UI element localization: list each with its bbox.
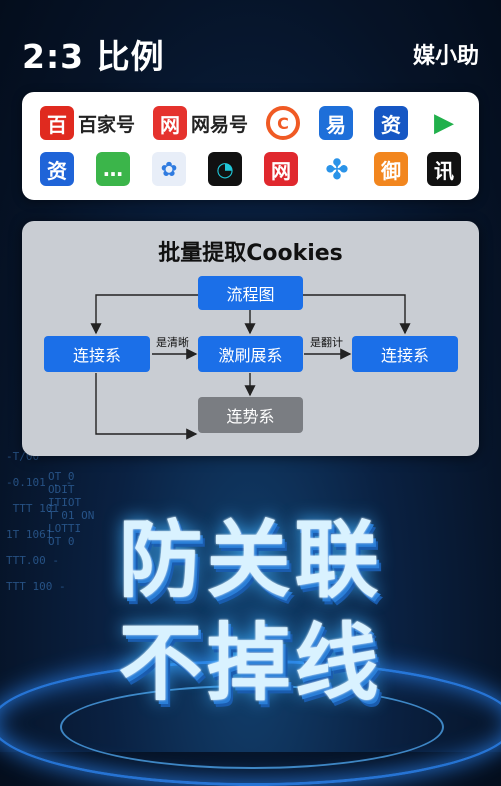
edge-label-left: 是清晰 (156, 336, 189, 349)
edge-label-right: 是翻计 (310, 336, 343, 349)
node-left-connect[interactable]: 连接系 (44, 336, 150, 372)
code-rain-mid: OT 0 ODIT ITIOT T 01 ON LOTTI OT 0 (48, 470, 95, 548)
edge-left-bottom (95, 373, 198, 440)
xun-icon: 讯 (427, 152, 461, 186)
zi-logo[interactable]: 资 (374, 106, 408, 140)
zi-blue-icon: 资 (40, 152, 74, 186)
baijiahao-label: 百家号 (78, 113, 136, 136)
zi-blue-logo[interactable]: 资 (40, 152, 74, 186)
colorful-logo[interactable]: ✿ (152, 152, 186, 186)
wangyihao-icon: 网 (153, 106, 187, 140)
node-center[interactable]: 激刷展系 (198, 336, 303, 372)
dark-gauge-logo[interactable]: ◔ (208, 152, 242, 186)
wangyihao-label: 网易号 (191, 113, 249, 136)
orange-tile-logo[interactable]: 御 (374, 152, 408, 186)
play-icon: ▶ (427, 106, 461, 140)
wang-red-icon: 网 (264, 152, 298, 186)
edge-top-right (303, 294, 411, 335)
orange-c-icon: C (266, 106, 300, 140)
baijiahao-icon: 百 (40, 106, 74, 140)
zi-icon: 资 (374, 106, 408, 140)
chat-icon: … (96, 152, 130, 186)
orange-tile-icon: 御 (374, 152, 408, 186)
flow-diagram-panel: 批量提取Cookies 流程图 连接系 激刷展系 连接系 连势系 是清晰 是翻计 (22, 221, 479, 456)
pinwheel-icon: ✤ (320, 152, 354, 186)
platform-logo-panel: 百 百家号 网 网易号 C 易 资 ▶ 资 … ✿ ◔ 网 ✤ 御 讯 (22, 92, 479, 200)
pinwheel-logo[interactable]: ✤ (320, 152, 354, 186)
slogan-line-1: 防关联 (118, 511, 383, 609)
wangyihao-logo[interactable]: 网 网易号 (153, 106, 248, 140)
yi-logo[interactable]: 易 (319, 106, 353, 140)
play-logo[interactable]: ▶ (427, 106, 461, 140)
node-flowchart[interactable]: 流程图 (198, 276, 303, 310)
brand-name: 媒小助 (412, 44, 479, 69)
dark-gauge-icon: ◔ (208, 152, 242, 186)
flow-connectors (90, 294, 411, 440)
page-title: 2:3 比例 (22, 37, 165, 76)
node-right-connect[interactable]: 连接系 (352, 336, 458, 372)
orange-c-logo[interactable]: C (266, 106, 300, 140)
code-rain-left: -T/00 -0.101 . - TTT 101 1T 1061 TTT.00 … (6, 450, 73, 593)
slogan-line-2: 不掉线 (118, 614, 383, 712)
baijiahao-logo[interactable]: 百 百家号 (40, 106, 135, 140)
xun-logo[interactable]: 讯 (427, 152, 461, 186)
wang-red-logo[interactable]: 网 (264, 152, 298, 186)
diagram-title: 批量提取Cookies (158, 241, 343, 266)
edge-top-left (90, 294, 198, 335)
chat-logo[interactable]: … (96, 152, 130, 186)
colorful-icon: ✿ (152, 152, 186, 186)
yi-icon: 易 (319, 106, 353, 140)
node-bottom[interactable]: 连势系 (198, 397, 303, 433)
